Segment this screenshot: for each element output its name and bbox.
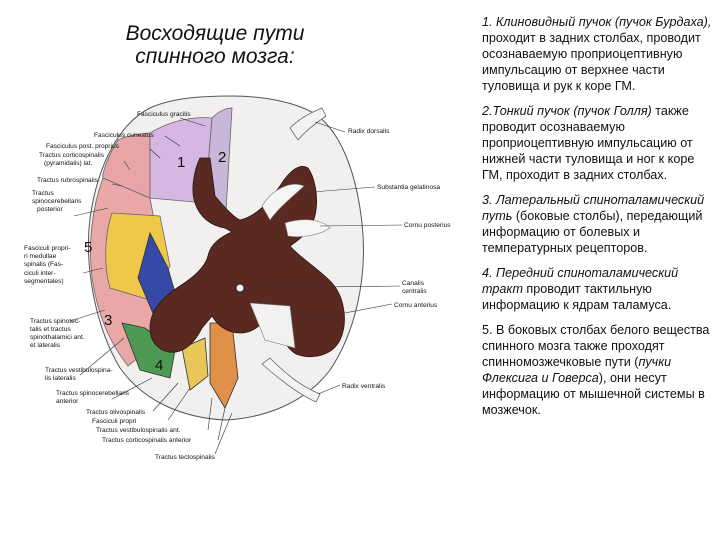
label-tractus-tectospinalis: Tractus tectospinalis xyxy=(155,454,216,461)
label-tractus-spinotectalis-3: spinothalamici ant. xyxy=(30,334,85,341)
label-tractus-spinocerebellaris-ant-1: Tractus spinocerebellaris xyxy=(56,390,130,397)
paragraph-5-text-1: 5. В боковых столбах белого вещества спи… xyxy=(482,323,710,369)
label-canalis-centralis-2: centralis xyxy=(402,288,427,295)
tract-number-5: 5 xyxy=(84,239,92,256)
paragraph-3-italic: 3. Латеральный спиноталамический путь xyxy=(482,193,705,223)
label-tractus-spinocerebellaris-ant-2: anterior xyxy=(56,398,79,405)
label-tractus-spinocerebellaris-post-3: posterior xyxy=(37,206,63,213)
gray-matter xyxy=(149,157,345,357)
label-tractus-spinotectalis-4: et lateralis xyxy=(30,342,61,349)
label-tractus-spinocerebellaris-post-1: Tractus xyxy=(32,190,54,197)
label-fasciculi-proprii-2: ri medullae xyxy=(24,253,57,260)
label-tractus-corticospinalis-lat-1: Tractus corticospinalis xyxy=(39,152,105,159)
paragraph-3: 3. Латеральный спиноталамический путь (б… xyxy=(482,192,714,256)
paragraph-1: 1. Клиновидный пучок (пучок Бурдаха), пр… xyxy=(482,14,714,94)
radix-ventralis-shape xyxy=(261,357,321,403)
label-tractus-corticospinalis-ant: Tractus corticospinalis anterior xyxy=(102,437,192,444)
leader-lines xyxy=(69,117,403,455)
label-fasciculus-gracilis: Fasciculus gracilis xyxy=(137,111,191,118)
label-tractus-spinotectalis-2: talis et tractus xyxy=(30,326,71,333)
paragraph-5-text-2: ), они несут информацию от мышечной сист… xyxy=(482,371,705,417)
label-tractus-corticospinalis-lat-2: (pyramidalis) lat. xyxy=(44,160,93,167)
substantia-gelatinosa xyxy=(261,184,305,221)
label-fasciculi-proprii-5: segmentales) xyxy=(24,278,64,285)
paragraph-1-italic: 1. Клиновидный пучок (пучок Бурдаха), xyxy=(482,15,712,29)
central-canal xyxy=(235,283,245,293)
paragraph-5: 5. В боковых столбах белого вещества спи… xyxy=(482,322,714,418)
green-region xyxy=(121,322,176,379)
label-radix-ventralis: Radix ventralis xyxy=(342,383,386,390)
label-tractus-vestibulospinalis-lat-1: Tractus vestibulospina- xyxy=(45,367,113,374)
paragraph-2: 2.Тонкий пучок (пучок Голля) также прово… xyxy=(482,103,714,183)
radix-dorsalis-shape xyxy=(289,107,327,141)
paragraph-4-text: проводит тактильную информацию к ядрам т… xyxy=(482,282,672,312)
title-line-2: спинного мозга: xyxy=(135,45,295,68)
substantia-gelatinosa-2 xyxy=(284,219,331,238)
yellow-anterior-region xyxy=(181,337,209,391)
title-line-1: Восходящие пути xyxy=(125,22,305,45)
paragraph-2-italic: 2.Тонкий пучок (пучок Голля) xyxy=(482,104,652,118)
label-fasciculus-cuneatus: Fasciculus cuneatus xyxy=(94,132,154,139)
paragraph-5-italic: пучки Флексига и Говерса xyxy=(482,355,672,385)
label-tractus-vestibulospinalis-lat-2: lis lateralis xyxy=(45,375,76,382)
label-radix-dorsalis: Radix dorsalis xyxy=(348,128,390,135)
label-canalis-centralis-1: Canalis xyxy=(402,280,425,287)
label-tractus-spinocerebellaris-post-2: spinocerebellaris xyxy=(32,198,82,205)
page-title: Восходящие пути спинного мозга: xyxy=(100,22,330,68)
label-substantia-gelatinosa: Substantia gelatinosa xyxy=(377,184,440,191)
spinal-cord-diagram: Fasciculus gracilis Fasciculus cuneatus … xyxy=(24,95,451,461)
paragraph-3-text: (боковые столбы), передающий информацию … xyxy=(482,209,703,255)
paragraph-1-text: проходит в задних столбах, проводит осоз… xyxy=(482,31,701,93)
label-tractus-vestibulospinalis-ant: Tractus vestibulospinalis ant. xyxy=(96,427,181,434)
label-fasciculus-post-proprius: Fasciculus post. proprius xyxy=(46,143,120,150)
tract-number-4: 4 xyxy=(155,357,163,374)
anterior-horn xyxy=(249,302,296,349)
tract-number-3: 3 xyxy=(104,312,112,329)
label-tractus-olivospinalis: Tractus olivospinalis xyxy=(86,409,146,416)
label-fasciculi-proprii-4: ciculi inter- xyxy=(24,270,56,277)
description-column: 1. Клиновидный пучок (пучок Бурдаха), пр… xyxy=(482,14,714,427)
label-fasciculi-proprii-1: Fasciculi propri- xyxy=(24,245,71,252)
label-cornu-posterius: Cornu posterius xyxy=(404,222,451,229)
tract-number-2: 2 xyxy=(218,149,226,166)
label-cornu-anterius: Cornu anterius xyxy=(394,302,438,309)
label-tractus-rubrospinalis: Tractus rubrospinalis xyxy=(37,177,99,184)
paragraph-4-italic: 4. Передний спиноталамический тракт xyxy=(482,266,679,296)
paragraph-2-text: также проводит осознаваемую проприоцепти… xyxy=(482,104,695,182)
paragraph-4: 4. Передний спиноталамический тракт пров… xyxy=(482,265,714,313)
label-fasciculi-proprii-3: spinalis (Fas- xyxy=(24,261,63,268)
tract-number-1: 1 xyxy=(177,154,185,171)
label-tractus-spinotectalis-1: Tractus spinotec- xyxy=(30,318,80,325)
label-fasciculus-proprii: Fasciculi propri xyxy=(92,418,137,425)
